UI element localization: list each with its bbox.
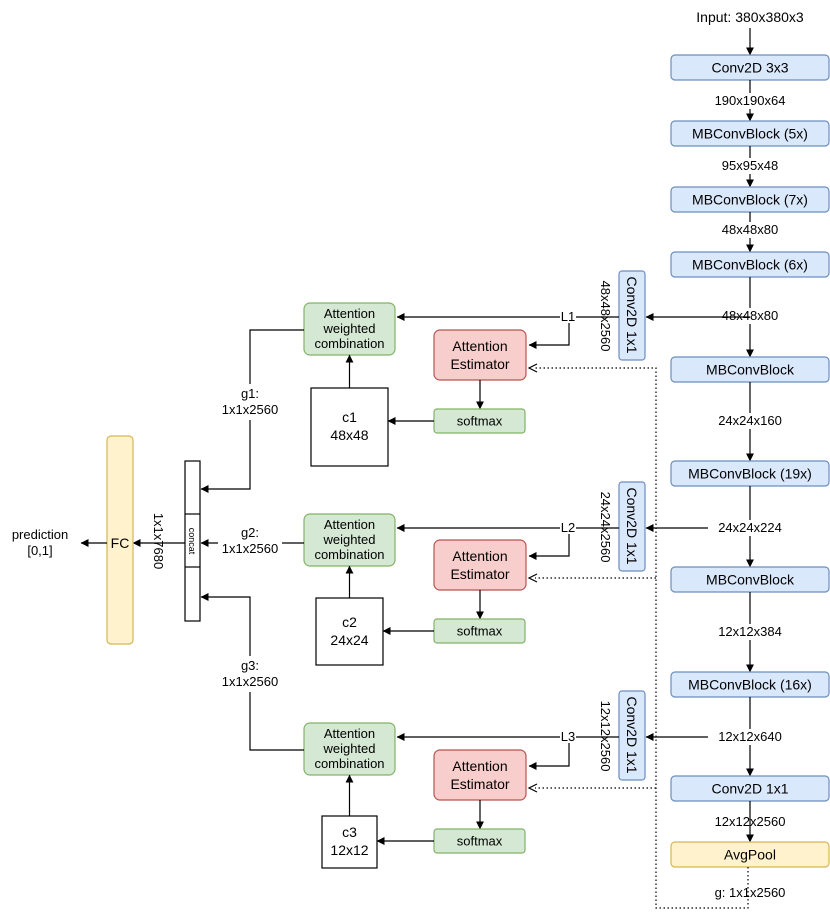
mbconv-7x-block: MBConvBlock (7x) bbox=[670, 186, 830, 213]
branch-3-l-label: L3 bbox=[561, 729, 575, 744]
global-feature-label: g: 1x1x2560 bbox=[715, 885, 786, 900]
branch-2-softmax-label: softmax bbox=[457, 624, 503, 639]
branch-3-c-label: c3 bbox=[342, 824, 357, 840]
shape-label-3: 48x48x80 bbox=[722, 222, 778, 237]
fc-block: FC bbox=[106, 435, 134, 645]
branch-2-l-label: L2 bbox=[561, 520, 575, 535]
mbconv-a-block: MBConvBlock bbox=[670, 356, 830, 383]
branch-3-softmax-label: softmax bbox=[457, 834, 503, 849]
shape-label-2: 95x95x48 bbox=[722, 158, 778, 173]
shape-label-1: 190x190x64 bbox=[715, 93, 786, 108]
branch-1-g-label: g1: bbox=[241, 386, 259, 401]
mbconv-b-label: MBConvBlock bbox=[706, 572, 795, 588]
branch-1: Conv2D 1x1 48x48x2560 L1 Attention weigh… bbox=[200, 270, 646, 493]
branch-1-c-size: 48x48 bbox=[330, 427, 368, 443]
branch-3-conv-output: 12x12x2560 bbox=[598, 701, 613, 772]
concat-output-label: 1x1x7680 bbox=[151, 513, 166, 569]
branch-1-estimator-line2: Estimator bbox=[450, 356, 509, 372]
branch-3: Conv2D 1x1 12x12x2560 L3 Attention weigh… bbox=[200, 593, 646, 869]
concat-label: concat bbox=[187, 528, 197, 555]
shape-label-4: 48x48x80 bbox=[722, 308, 778, 323]
branch-2-g-label: g2: bbox=[241, 525, 259, 540]
branch-1-estimator-line1: Attention bbox=[452, 338, 507, 354]
shape-label-8: 12x12x640 bbox=[718, 729, 782, 744]
mbconv-a-label: MBConvBlock bbox=[706, 362, 795, 378]
mbconv-6x-block: MBConvBlock (6x) bbox=[670, 251, 830, 278]
shape-label-9: 12x12x2560 bbox=[715, 814, 786, 829]
branch-3-conv-label: Conv2D 1x1 bbox=[624, 696, 640, 773]
branch-2-c-label: c2 bbox=[342, 614, 357, 630]
mbconv-16x-label: MBConvBlock (16x) bbox=[688, 677, 812, 693]
branch-2-combination-line2: weighted bbox=[322, 532, 375, 547]
branch-1-conv-output: 48x48x2560 bbox=[598, 281, 613, 352]
branch-2-combination-line1: Attention bbox=[324, 517, 375, 532]
avgpool-block: AvgPool bbox=[670, 841, 830, 868]
branch-2-c-size: 24x24 bbox=[330, 632, 368, 648]
branch-1-g-size: 1x1x2560 bbox=[222, 402, 278, 417]
branch-1-c-block bbox=[310, 387, 389, 467]
branch-2-estimator-line1: Attention bbox=[452, 548, 507, 564]
branch-2-estimator-line2: Estimator bbox=[450, 566, 509, 582]
branch-2-combination-line3: combination bbox=[314, 547, 384, 562]
branch-1-c-label: c1 bbox=[342, 409, 357, 425]
mbconv-7x-label: MBConvBlock (7x) bbox=[692, 192, 808, 208]
shape-label-6: 24x24x224 bbox=[718, 520, 782, 535]
branch-3-combination-line2: weighted bbox=[322, 741, 375, 756]
branch-3-combination-line1: Attention bbox=[324, 726, 375, 741]
mbconv-b-block: MBConvBlock bbox=[670, 566, 830, 593]
mbconv-19x-block: MBConvBlock (19x) bbox=[670, 460, 830, 487]
mbconv-5x-label: MBConvBlock (5x) bbox=[692, 126, 808, 142]
branch-1-combination-line3: combination bbox=[314, 336, 384, 351]
branch-3-c-block bbox=[321, 815, 378, 869]
branch-1-conv-label: Conv2D 1x1 bbox=[624, 276, 640, 353]
branch-3-combination-line3: combination bbox=[314, 756, 384, 771]
branch-3-estimator-line1: Attention bbox=[452, 758, 507, 774]
prediction-label: prediction bbox=[12, 527, 68, 542]
branch-3-conv-block bbox=[618, 690, 646, 781]
branch-3-g-size: 1x1x2560 bbox=[222, 674, 278, 689]
conv-stem-label: Conv2D 3x3 bbox=[711, 60, 788, 76]
mbconv-6x-label: MBConvBlock (6x) bbox=[692, 257, 808, 273]
mbconv-5x-block: MBConvBlock (5x) bbox=[670, 120, 830, 147]
concat-block: concat bbox=[184, 460, 201, 622]
branch-3-g-label: g3: bbox=[241, 658, 259, 673]
branch-1-l-label: L1 bbox=[561, 309, 575, 324]
branch-1-softmax-label: softmax bbox=[457, 414, 503, 429]
mbconv-19x-label: MBConvBlock (19x) bbox=[688, 466, 812, 482]
branch-2-g-size: 1x1x2560 bbox=[222, 541, 278, 556]
branch-2-conv-block bbox=[618, 481, 646, 572]
branch-1-combination-line1: Attention bbox=[324, 306, 375, 321]
avgpool-label: AvgPool bbox=[724, 847, 776, 863]
conv-head-label: Conv2D 1x1 bbox=[711, 781, 788, 797]
branch-1-combination-line2: weighted bbox=[322, 321, 375, 336]
shape-label-5: 24x24x160 bbox=[718, 413, 782, 428]
branch-3-estimator-line2: Estimator bbox=[450, 776, 509, 792]
fc-label: FC bbox=[111, 535, 130, 551]
mbconv-16x-block: MBConvBlock (16x) bbox=[670, 671, 830, 698]
branch-2-conv-label: Conv2D 1x1 bbox=[624, 487, 640, 564]
branch-1-conv-block bbox=[618, 270, 646, 361]
branch-3-c-size: 12x12 bbox=[330, 842, 368, 858]
branch-2-conv-output: 24x24x2560 bbox=[598, 492, 613, 563]
prediction-range: [0,1] bbox=[27, 543, 52, 558]
conv-stem-block: Conv2D 3x3 bbox=[670, 54, 830, 81]
branch-2: Conv2D 1x1 24x24x2560 L2 Attention weigh… bbox=[200, 481, 646, 666]
shape-label-7: 12x12x384 bbox=[718, 624, 782, 639]
conv-head-block: Conv2D 1x1 bbox=[670, 775, 830, 802]
input-label: Input: 380x380x3 bbox=[696, 9, 804, 25]
